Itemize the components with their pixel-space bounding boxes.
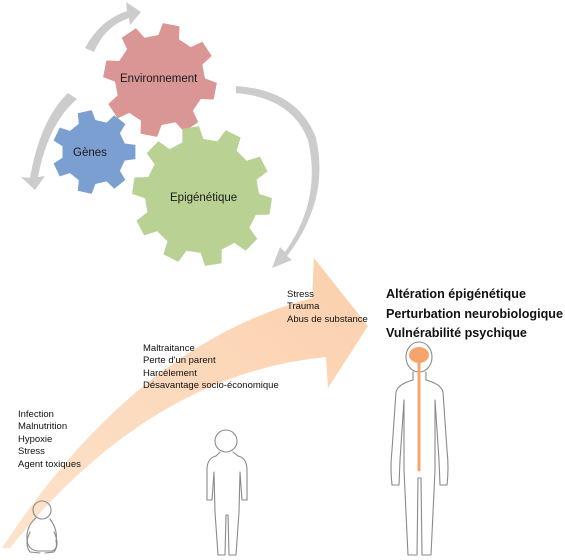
list-item: Infection — [18, 409, 54, 420]
gear-genes-shape — [53, 110, 136, 194]
adulthood-factors: Stress Trauma Abus de substance — [287, 289, 368, 326]
gear-epi-shape — [132, 126, 272, 266]
infant-figure — [26, 500, 58, 554]
early-childhood-factors: Infection Malnutrition Hypoxie Stress Ag… — [18, 409, 81, 471]
list-item: Perte d'un parent — [143, 355, 216, 367]
list-item: Stress — [18, 446, 45, 458]
list-item: Désavantage socio-économique — [143, 380, 279, 392]
outcome-item: Perturbation neurobiologique — [386, 306, 564, 321]
list-item: Harcèlement — [143, 367, 197, 379]
childhood-factors: Maltraitance Perte d'un parent Harcèleme… — [143, 343, 279, 393]
list-item: Agent toxiques — [18, 458, 81, 470]
environment-label: Environnement — [120, 73, 198, 85]
epigenetics-label: Epigénétique — [170, 192, 238, 204]
list-item: Malnutrition — [18, 421, 68, 433]
cycle-arrow-top — [85, 2, 141, 52]
list-item: Stress — [287, 289, 314, 300]
epigenetics-gear — [132, 126, 272, 266]
brain-icon — [409, 347, 429, 363]
list-item: Hypoxie — [18, 433, 53, 445]
life-course-arrow — [2, 258, 368, 548]
gear-env-shape — [103, 23, 217, 137]
outcomes-list: Altération épigénétique Perturbation neu… — [386, 285, 563, 344]
genes-gear — [53, 110, 136, 194]
cycle-arrows — [21, 2, 320, 268]
list-item: Trauma — [287, 301, 320, 313]
environment-gear — [103, 23, 217, 137]
genes-label: Gènes — [73, 147, 107, 159]
outcome-item: Altération épigénétique — [386, 287, 526, 301]
list-item: Abus de substance — [287, 313, 368, 325]
outcome-item: Vulnérabilité psychique — [386, 326, 527, 340]
list-item: Maltraitance — [143, 343, 195, 354]
cycle-arrow-left — [21, 93, 77, 190]
child-figure — [206, 429, 248, 556]
